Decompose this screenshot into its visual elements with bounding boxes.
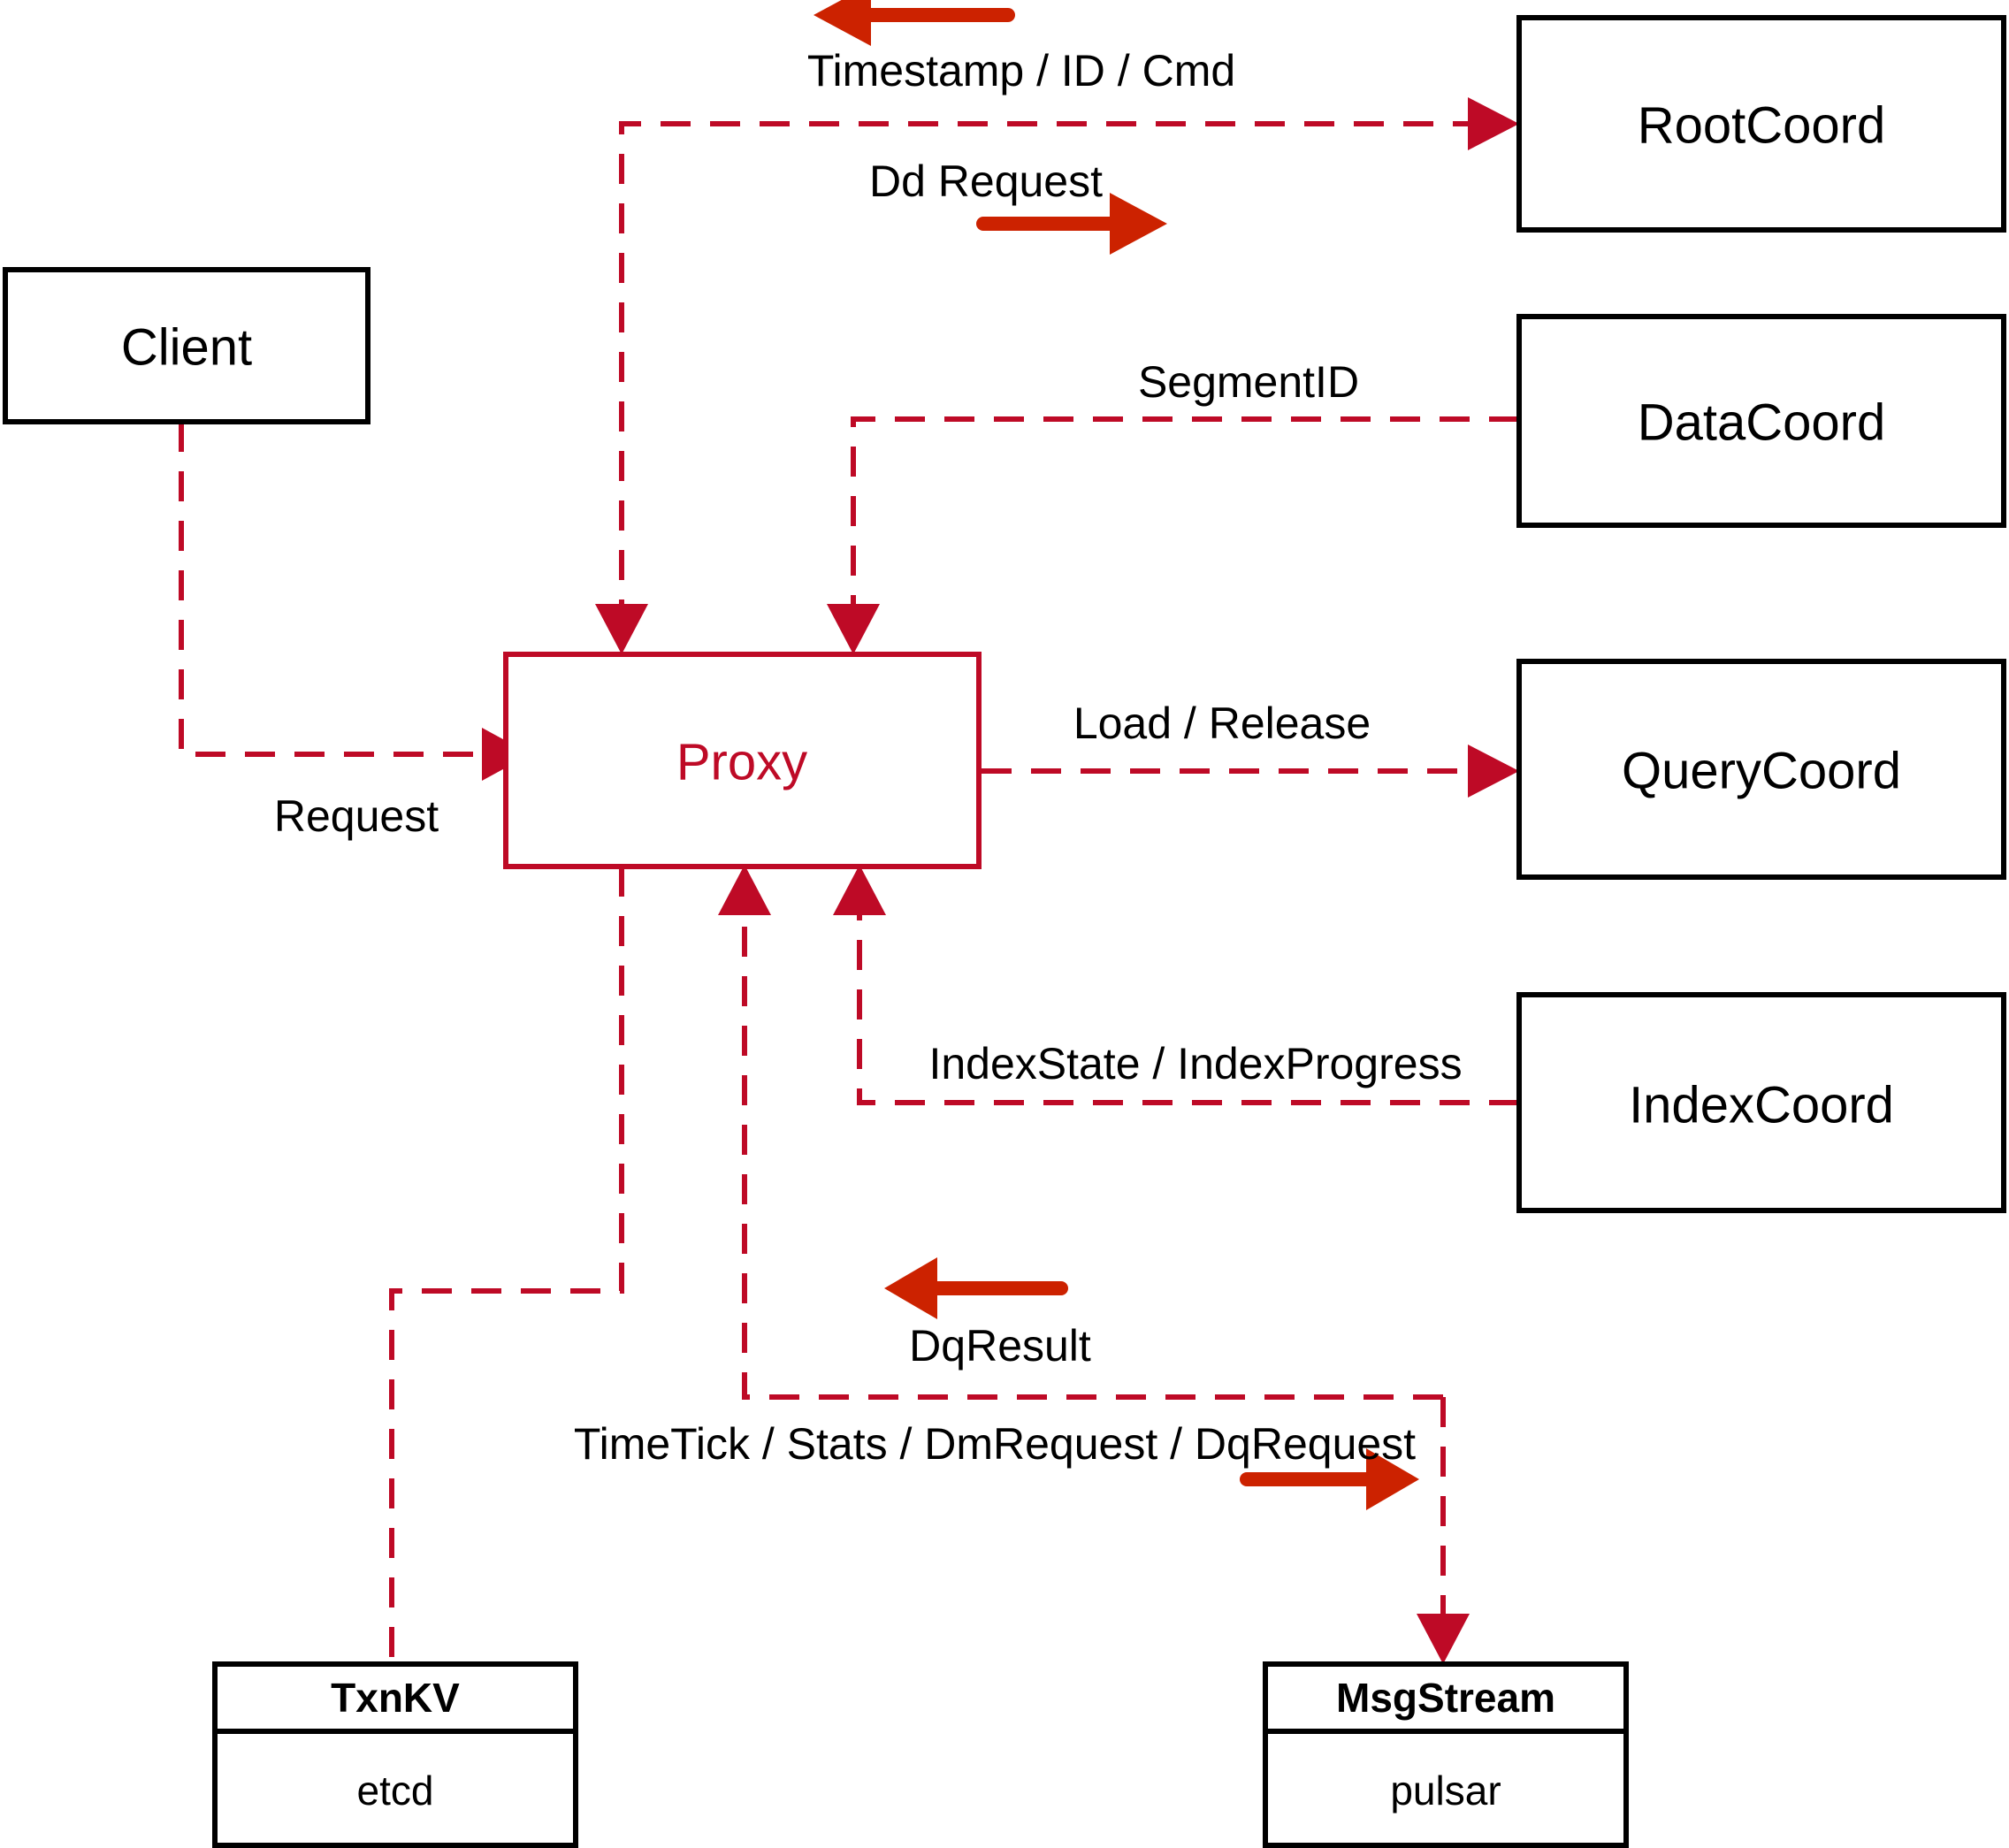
arrowhead-datacoord-proxy [827, 604, 880, 654]
arrowhead-rootcoord-proxy-down [595, 604, 648, 654]
node-rootcoord-label: RootCoord [1638, 97, 1885, 155]
edge-proxy-msgstream [1417, 1397, 1470, 1664]
node-proxy-label: Proxy [676, 734, 807, 791]
edge-client-proxy [179, 422, 531, 781]
edge-label-dd-request: Dd Request [869, 157, 1103, 206]
node-txnkv-title: TxnKV [331, 1675, 460, 1721]
node-querycoord-label: QueryCoord [1622, 743, 1901, 800]
arrowhead-proxy-msgstream [1417, 1614, 1470, 1664]
edge-proxy-querycoord [982, 745, 1519, 798]
node-rootcoord[interactable]: RootCoord [1516, 15, 2006, 233]
edge-label-timetick-stats-dmrequest-dqrequest: TimeTick / Stats / DmRequest / DqRequest [574, 1419, 1416, 1469]
edge-label-load-release: Load / Release [1073, 699, 1371, 748]
node-client-label: Client [121, 319, 252, 377]
node-msgstream-title: MsgStream [1336, 1675, 1555, 1721]
node-txnkv[interactable]: TxnKV etcd [212, 1661, 578, 1848]
node-datacoord[interactable]: DataCoord [1516, 314, 2006, 528]
arrowhead-proxy-querycoord [1468, 745, 1519, 798]
direction-arrow-timestamp-left [814, 0, 1015, 46]
edge-msgstream-proxy [718, 865, 1443, 1400]
edge-label-segmentid: SegmentID [1138, 357, 1359, 407]
node-proxy[interactable]: Proxy [503, 652, 982, 869]
edge-proxy-rootcoord [595, 97, 1519, 654]
node-msgstream[interactable]: MsgStream pulsar [1263, 1661, 1629, 1848]
direction-arrow-ddrequest-right [976, 193, 1167, 255]
node-msgstream-sublabel: pulsar [1390, 1768, 1501, 1814]
arrowhead-msgstream-proxy [718, 865, 771, 915]
arrowhead-proxy-rootcoord [1468, 97, 1519, 150]
edge-label-timestamp-id-cmd: Timestamp / ID / Cmd [807, 46, 1235, 95]
arrowhead-indexcoord-proxy [833, 865, 886, 915]
node-querycoord[interactable]: QueryCoord [1516, 659, 2006, 880]
edge-label-indexstate-indexprogress: IndexState / IndexProgress [928, 1039, 1462, 1088]
node-datacoord-label: DataCoord [1638, 394, 1885, 452]
edge-datacoord-proxy [827, 416, 1519, 654]
direction-arrow-dqresult-left [884, 1257, 1068, 1319]
node-indexcoord-label: IndexCoord [1629, 1077, 1894, 1134]
node-client[interactable]: Client [3, 267, 370, 424]
node-txnkv-sublabel: etcd [357, 1768, 434, 1814]
edge-proxy-txnkv [389, 867, 624, 1662]
edge-label-dqresult: DqResult [909, 1321, 1091, 1371]
edge-indexcoord-proxy [833, 865, 1519, 1105]
direction-arrow-dqrequest-right [1240, 1448, 1419, 1510]
edge-label-request: Request [274, 791, 439, 841]
node-indexcoord[interactable]: IndexCoord [1516, 992, 2006, 1213]
